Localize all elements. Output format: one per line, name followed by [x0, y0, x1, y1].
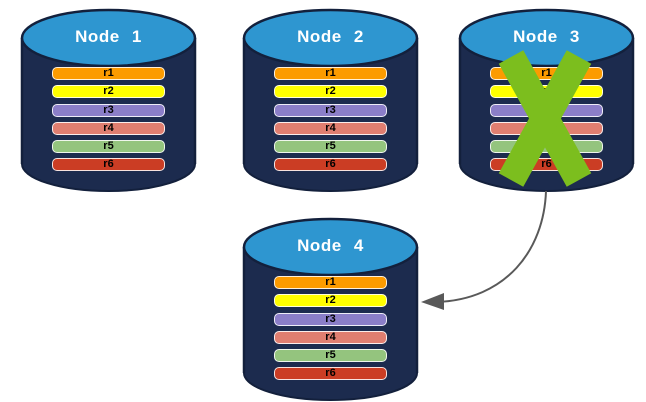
cylinder-side-lines: [20, 38, 197, 164]
cylinder-side-lines: [242, 38, 419, 164]
row-r1: r1: [274, 276, 387, 289]
row-r1: r1: [490, 67, 603, 80]
row-r6: r6: [490, 158, 603, 171]
row-r4: r4: [274, 122, 387, 135]
row-r6: r6: [52, 158, 165, 171]
row-r1: r1: [52, 67, 165, 80]
node-title: Node 4: [297, 236, 364, 255]
cylinder-top-ellipse: [242, 8, 419, 68]
row-r5: r5: [274, 349, 387, 362]
row-r6: r6: [274, 367, 387, 380]
data-transfer-arrow: [435, 190, 547, 303]
row-r2: r2: [490, 85, 603, 98]
cylinder-top-ellipse: [242, 217, 419, 277]
arrowhead-icon: [421, 293, 444, 310]
row-r4: r4: [274, 331, 387, 344]
row-r5: r5: [490, 140, 603, 153]
row-r5: r5: [274, 140, 387, 153]
row-r2: r2: [274, 85, 387, 98]
row-r1: r1: [274, 67, 387, 80]
row-r3: r3: [274, 104, 387, 117]
node-title: Node 1: [75, 27, 142, 46]
row-r5: r5: [52, 140, 165, 153]
cylinder-side-lines: [458, 38, 635, 164]
node-1: Node 1 r1 r2 r3 r4 r5 r6: [20, 8, 197, 194]
row-r6: r6: [274, 158, 387, 171]
cylinder-side-lines: [242, 247, 419, 373]
node-4: Node 4 r1 r2 r3 r4 r5 r6: [242, 217, 419, 402]
row-r2: r2: [52, 85, 165, 98]
node-3: Node 3 r1 r2 r3 r4 r5 r6: [458, 8, 635, 194]
row-r3: r3: [52, 104, 165, 117]
row-r3: r3: [274, 313, 387, 326]
row-r2: r2: [274, 294, 387, 307]
row-r4: r4: [490, 122, 603, 135]
row-r3: r3: [490, 104, 603, 117]
node-2: Node 2 r1 r2 r3 r4 r5 r6: [242, 8, 419, 194]
database-cylinder: [20, 8, 197, 192]
node-title: Node 2: [297, 27, 364, 46]
row-r4: r4: [52, 122, 165, 135]
node-title: Node 3: [513, 27, 580, 46]
cylinder-top-ellipse: [20, 8, 197, 68]
